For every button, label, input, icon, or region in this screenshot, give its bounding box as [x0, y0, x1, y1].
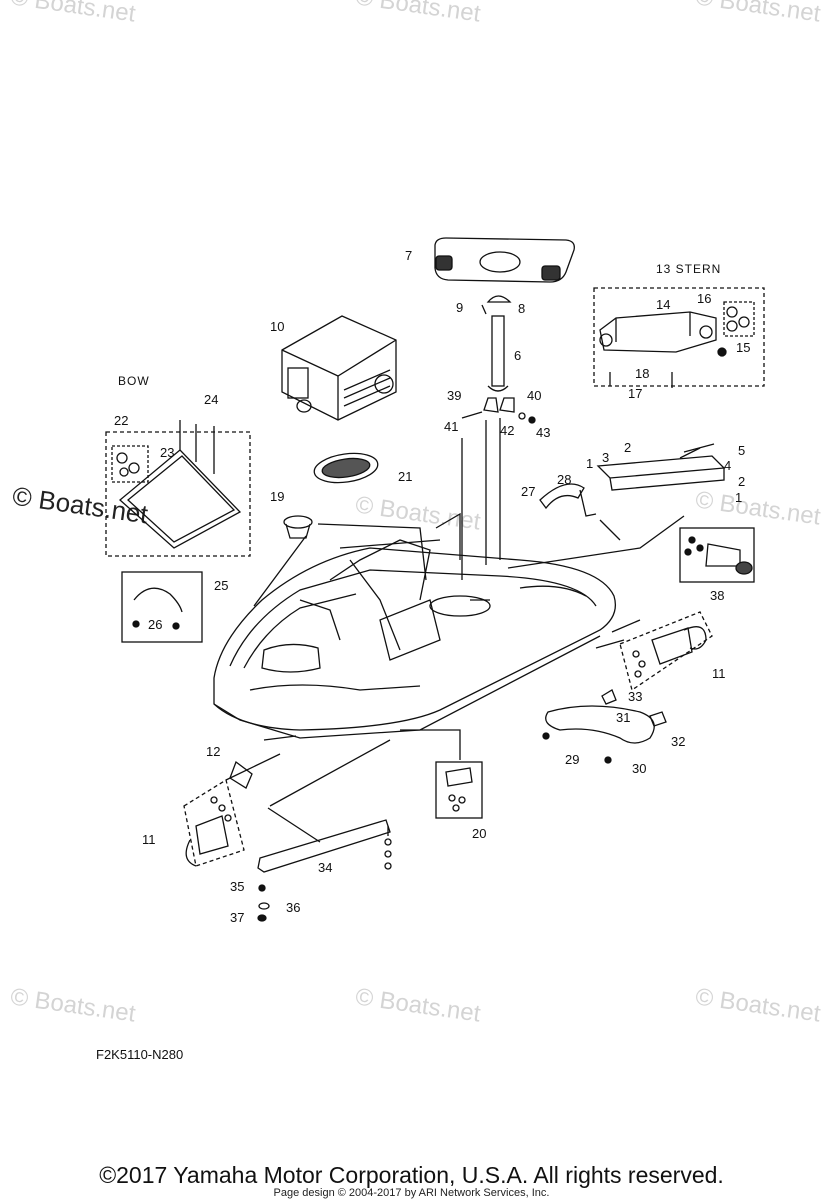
callout-19: 19 — [270, 489, 285, 504]
callout-4: 4 — [724, 458, 732, 473]
part-8 — [486, 295, 512, 303]
callout-36: 36 — [286, 900, 301, 915]
part-20-box — [435, 761, 483, 819]
callout-25: 25 — [214, 578, 229, 593]
callout-12: 12 — [206, 744, 221, 759]
callout-34: 34 — [318, 860, 333, 875]
callout-43: 43 — [536, 425, 551, 440]
callout-6: 6 — [514, 348, 522, 363]
callout-40: 40 — [527, 388, 542, 403]
callout-9: 9 — [456, 300, 464, 315]
callout-20: 20 — [472, 826, 487, 841]
callout-35: 35 — [230, 879, 245, 894]
callout-37: 37 — [230, 910, 245, 925]
callout-26: 26 — [148, 617, 163, 632]
callout-21: 21 — [398, 469, 413, 484]
part-25-box — [121, 571, 203, 643]
callout-29: 29 — [565, 752, 580, 767]
part-6-pedestal — [487, 315, 509, 392]
part-10-cooler — [281, 315, 397, 421]
callout-23: 23 — [160, 445, 175, 460]
callout-2: 2 — [738, 474, 746, 489]
callout-2: 2 — [624, 440, 632, 455]
callout-42: 42 — [500, 423, 515, 438]
page-design-credit: Page design © 2004-2017 by ARI Network S… — [273, 1187, 550, 1199]
part-1-rail — [596, 443, 726, 491]
part-29-handle — [545, 705, 655, 744]
exploded-parts-diagram — [105, 237, 765, 922]
callout-1: 1 — [586, 456, 594, 471]
part-19-cupholder — [283, 515, 313, 529]
boat-hull — [213, 539, 617, 739]
callout-5: 5 — [738, 443, 746, 458]
part-27 — [539, 483, 585, 510]
callout-27: 27 — [521, 484, 536, 499]
callout-8: 8 — [518, 301, 526, 316]
callout-41: 41 — [444, 419, 459, 434]
part-13-box — [593, 287, 765, 387]
callout-22: 22 — [114, 413, 129, 428]
part-11-box-right — [619, 611, 713, 692]
part-11-box-left — [183, 778, 245, 867]
callout-38: 38 — [710, 588, 725, 603]
part-22-ladder — [119, 420, 242, 549]
callout-1: 1 — [735, 490, 743, 505]
callout-33: 33 — [628, 689, 643, 704]
callout-11: 11 — [142, 832, 156, 847]
part-22-box — [105, 431, 251, 557]
callout-31: 31 — [616, 710, 631, 725]
callout-17: 17 — [628, 386, 643, 401]
callout-11: 11 — [712, 666, 726, 681]
label-stern: 13 STERN — [656, 262, 722, 276]
callout-3: 3 — [602, 450, 610, 465]
callout-10: 10 — [270, 319, 285, 334]
callout-15: 15 — [736, 340, 751, 355]
callout-24: 24 — [204, 392, 219, 407]
part-7-cushion — [434, 237, 575, 283]
callout-14: 14 — [656, 297, 671, 312]
diagram-code: F2K5110-N280 — [96, 1047, 184, 1062]
callout-16: 16 — [697, 291, 712, 306]
copyright-text: ©2017 Yamaha Motor Corporation, U.S.A. A… — [99, 1162, 724, 1188]
label-bow: BOW — [118, 374, 150, 388]
part-21-mirror — [313, 452, 379, 484]
callout-30: 30 — [632, 761, 647, 776]
callout-39: 39 — [447, 388, 462, 403]
callout-28: 28 — [557, 472, 572, 487]
callout-32: 32 — [671, 734, 686, 749]
callout-7: 7 — [405, 248, 413, 263]
part-14-bracket — [599, 311, 717, 353]
callout-18: 18 — [635, 366, 650, 381]
part-38-box — [679, 527, 755, 583]
